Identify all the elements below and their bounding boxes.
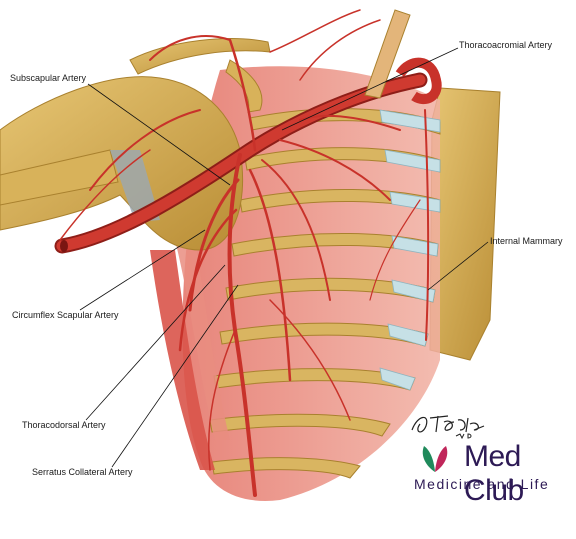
leader-thoracodorsal [85,264,226,421]
leader-thoracoacromial [281,47,459,131]
teres-tendon [110,150,160,222]
leader-subscapular [87,83,231,186]
humerus [0,149,119,206]
leader-serratus [111,284,239,468]
logo-mark-icon [422,446,448,472]
aortic-arch [395,57,442,105]
label-thoracodorsal-artery: Thoracodorsal Artery [22,420,106,430]
artery-branches [59,9,430,497]
leader-internal-mammary [427,241,489,291]
label-thoracoacromial-artery: Thoracoacromial Artery [459,40,553,50]
serratus-muscle [175,240,230,440]
med-club-logo: Med Club Medicine and Life [408,440,568,507]
vein-stub [364,9,411,99]
label-serratus-collateral-artery: Serratus Collateral Artery [32,467,133,477]
leader-circumflex [79,229,206,311]
artist-signature [411,415,485,440]
label-internal-mammary: Internal Mammary [490,236,563,246]
logo-subtitle: Medicine and Life [414,476,550,492]
latissimus-muscle [150,250,215,470]
label-subscapular-artery: Subscapular Artery [10,73,87,83]
label-circumflex-scapular-artery: Circumflex Scapular Artery [12,310,119,320]
logo-title: Med Club [464,440,524,507]
leader-lines [79,47,489,468]
artery-cut-end [60,240,68,252]
